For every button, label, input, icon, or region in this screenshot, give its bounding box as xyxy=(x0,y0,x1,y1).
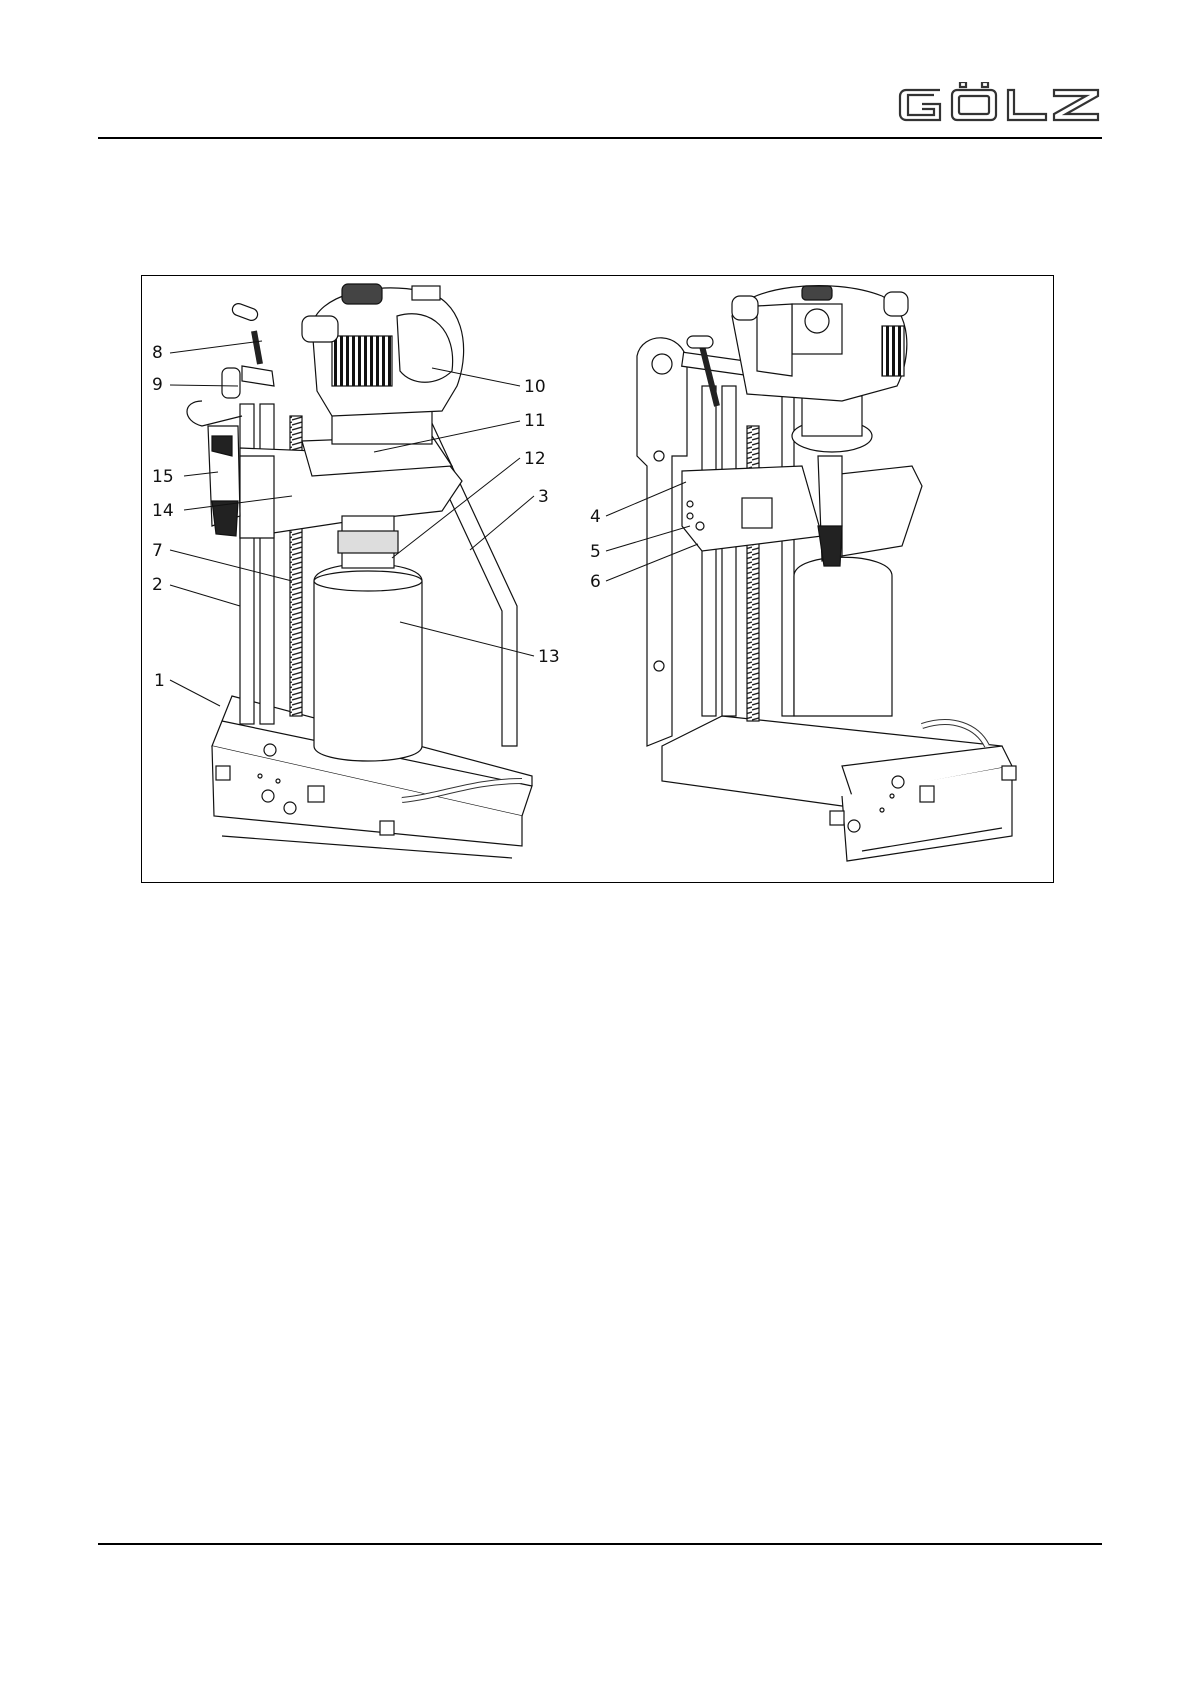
footer-rule xyxy=(98,1543,1102,1545)
callout-label: 14 xyxy=(152,501,174,521)
callout-label: 8 xyxy=(152,343,163,363)
callout-label: 10 xyxy=(524,377,546,397)
header-rule xyxy=(98,137,1102,139)
callout-label: 6 xyxy=(590,572,601,592)
callout-label: 11 xyxy=(524,411,546,431)
callout-label: 7 xyxy=(152,541,163,561)
callout-label: 5 xyxy=(590,542,601,562)
machine-drawing: 8 9 15 14 7 2 1 10 11 12 3 13 xyxy=(142,276,1055,884)
golz-logo xyxy=(896,82,1102,128)
callout-label: 4 xyxy=(590,507,601,527)
callout-label: 1 xyxy=(154,671,165,691)
callout-label: 2 xyxy=(152,575,163,595)
right-view-callouts: 4 5 6 xyxy=(590,507,601,592)
callout-label: 12 xyxy=(524,449,546,469)
callout-label: 15 xyxy=(152,467,174,487)
right-view xyxy=(637,286,1016,861)
callout-label: 9 xyxy=(152,375,163,395)
callout-label: 3 xyxy=(538,487,549,507)
left-view xyxy=(187,284,532,858)
callout-label: 13 xyxy=(538,647,560,667)
figure-frame: 8 9 15 14 7 2 1 10 11 12 3 13 xyxy=(141,275,1054,883)
